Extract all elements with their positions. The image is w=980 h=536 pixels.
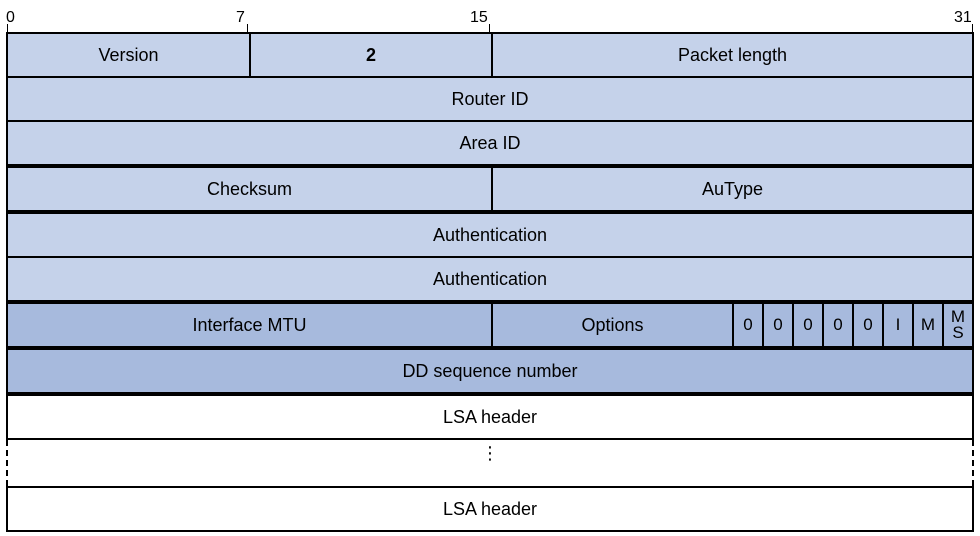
row-header-1: Version 2 Packet length	[6, 32, 974, 78]
field-lsa-header: LSA header	[442, 406, 538, 427]
field-packet-length: Packet length	[491, 34, 972, 76]
row-lsa-header-2: LSA header	[6, 486, 974, 532]
row-interface-mtu: Interface MTU Options 0 0 0 0 0 I M M S	[6, 302, 974, 348]
field-interface-mtu: Interface MTU	[192, 314, 307, 335]
bit-label-7: 7	[236, 9, 245, 26]
field-lsa-header: LSA header	[442, 498, 538, 519]
flag-bit: 0	[732, 304, 762, 346]
flag-bit: 0	[792, 304, 822, 346]
bit-tick	[489, 24, 490, 32]
row-authentication-2: Authentication	[6, 256, 974, 302]
row-lsa-header-1: LSA header	[6, 394, 974, 440]
dashed-edge-left	[6, 440, 8, 486]
bit-tick	[7, 24, 8, 32]
field-type: 2	[249, 34, 491, 76]
bit-label-0: 0	[6, 9, 15, 26]
field-router-id: Router ID	[451, 88, 529, 109]
flag-bit: 0	[852, 304, 882, 346]
dashed-edge-right	[972, 440, 974, 486]
bit-tick	[972, 24, 973, 32]
row-area-id: Area ID	[6, 120, 974, 166]
flag-ms-bottom: S	[952, 323, 964, 342]
row-router-id: Router ID	[6, 76, 974, 122]
row-checksum: Checksum AuType	[6, 166, 974, 212]
flag-m: M	[912, 304, 942, 346]
flag-bit: 0	[762, 304, 792, 346]
field-checksum: Checksum	[206, 178, 293, 199]
vertical-ellipsis: ⋮	[481, 443, 499, 463]
bit-label-15: 15	[470, 9, 488, 26]
flag-ms: M S	[942, 304, 972, 346]
field-options: Options	[491, 304, 732, 346]
bit-label-31: 31	[954, 9, 972, 26]
row-authentication-1: Authentication	[6, 212, 974, 258]
row-dd-sequence: DD sequence number	[6, 348, 974, 394]
field-authentication: Authentication	[432, 224, 548, 245]
field-autype: AuType	[491, 168, 972, 210]
flag-ms-top: M	[950, 307, 966, 326]
field-version: Version	[98, 44, 159, 65]
flag-i: I	[882, 304, 912, 346]
field-authentication: Authentication	[432, 268, 548, 289]
field-area-id: Area ID	[459, 132, 521, 153]
flag-bit: 0	[822, 304, 852, 346]
bit-tick	[247, 24, 248, 32]
lsa-gap: ⋮	[6, 440, 974, 486]
field-dd-sequence-number: DD sequence number	[402, 360, 578, 381]
